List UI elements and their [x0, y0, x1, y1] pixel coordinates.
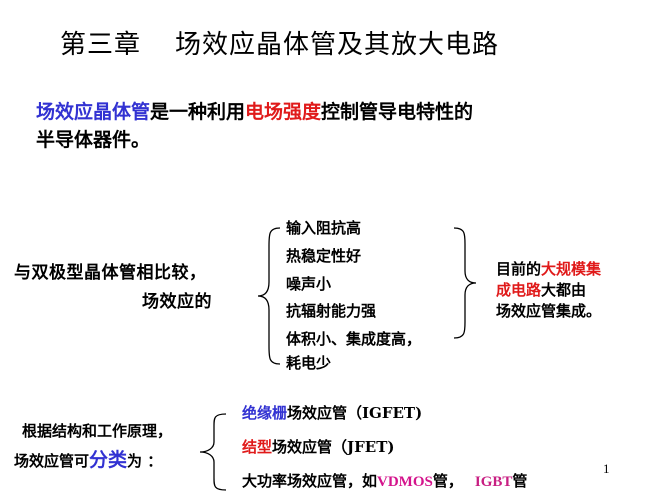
- type-insulated-gate: 绝缘栅场效应管（IGFET): [242, 402, 422, 423]
- features-left-brace: [257, 227, 281, 365]
- note-line-3: 场效应管集成。: [496, 302, 602, 320]
- comparison-label-line-2: 场效应的: [142, 292, 212, 312]
- type-highlight: 绝缘栅: [242, 404, 288, 422]
- classification-text: 场效应管可: [14, 452, 90, 470]
- feature-item: 耗电少: [286, 354, 332, 372]
- type-highlight: 结型: [242, 438, 273, 456]
- note-highlight: 成电路: [496, 281, 542, 299]
- intro-highlight: 电场强度: [245, 101, 322, 123]
- feature-item: 热稳定性好: [286, 247, 362, 265]
- feature-item: 抗辐射能力强: [286, 302, 377, 320]
- note-line-2: 成电路大都由: [496, 279, 586, 300]
- classification-text: 为 ：: [127, 452, 163, 470]
- comparison-label-line-1: 与双极型晶体管相比较，: [14, 263, 207, 283]
- type-text: 场效应管（IGFET): [287, 404, 423, 422]
- intro-text-b: 控制管导电特性的: [321, 101, 474, 123]
- note-highlight: 大规模集: [541, 260, 602, 278]
- classification-label-line-2: 场效应管可分类为 ：: [14, 445, 162, 472]
- chapter-label: 第三章: [60, 30, 142, 60]
- chapter-title: 场效应晶体管及其放大电路: [175, 30, 500, 60]
- feature-item: 体积小、集成度高，: [286, 330, 422, 348]
- intro-text-a: 是一种利用: [150, 101, 246, 123]
- type-text: 管，: [432, 472, 463, 490]
- classification-highlight: 分类: [89, 449, 128, 471]
- classification-brace: [199, 413, 227, 491]
- type-highlight-vdmos: VDMOS: [377, 474, 433, 490]
- feature-item: 输入阻抗高: [286, 219, 362, 237]
- type-power: 大功率场效应管，如VDMOS管， IGBT管: [242, 470, 527, 491]
- type-junction: 结型场效应管（JFET): [242, 436, 394, 457]
- classification-label-line-1: 根据结构和工作原理，: [22, 422, 173, 440]
- type-highlight-igbt: IGBT: [474, 474, 513, 490]
- type-text: 大功率场效应管，如: [242, 472, 378, 490]
- note-text: 目前的: [496, 260, 542, 278]
- features-right-brace: [453, 227, 477, 339]
- intro-line-1: 场效应晶体管是一种利用电场强度控制管导电特性的: [36, 97, 473, 124]
- feature-item: 噪声小: [286, 275, 332, 293]
- note-text: 大都由: [541, 281, 587, 299]
- page-title: 第三章 场效应晶体管及其放大电路: [60, 24, 499, 61]
- intro-line-2: 半导体器件。: [36, 129, 151, 151]
- intro-term: 场效应晶体管: [36, 101, 151, 123]
- page-number: 1: [603, 461, 610, 476]
- type-text: 场效应管（JFET): [272, 438, 395, 456]
- note-line-1: 目前的大规模集: [496, 258, 601, 279]
- type-text: 管: [512, 472, 528, 490]
